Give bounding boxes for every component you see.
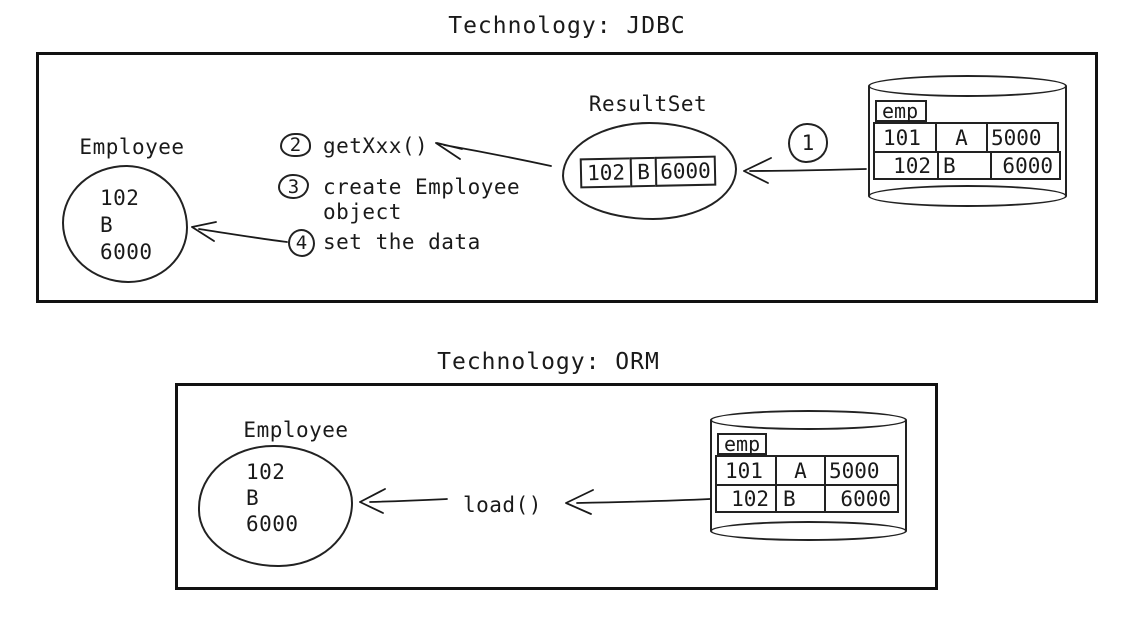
step-3-line-2: object [323,200,402,224]
cylinder-bottom-cap [868,185,1067,207]
orm-db-table: 101 A 5000 102 B 6000 [715,455,899,513]
table-row: 102 B 6000 [873,151,1061,180]
cell-name: B [775,484,826,513]
employee-field-id: 102 [100,186,140,210]
cell-salary: 6000 [990,151,1061,180]
cell-id: 101 [715,455,777,486]
cell-name: A [775,455,826,486]
step-3-text: create Employee object [323,175,520,225]
employee-field-salary: 6000 [246,512,299,536]
table-row: 102 B 6000 [715,484,899,513]
cylinder-left-side [868,86,870,196]
cylinder-bottom-cap [710,521,907,541]
jdbc-title: Technology: JDBC [448,13,686,39]
employee-field-name: B [246,486,260,510]
step-4-badge: 4 [288,229,315,257]
cell-salary: 6000 [824,484,899,513]
orm-employee-fields: 102 B 6000 [246,459,351,537]
table-row: 101 A 5000 [873,122,1061,153]
cell-name: A [935,122,988,153]
employee-field-id: 102 [246,460,286,484]
resultset-cell-id: 102 [579,157,633,189]
employee-field-name: B [100,213,114,237]
jdbc-employee-object-circle: 102 B 6000 [62,165,188,283]
cylinder-left-side [710,420,712,531]
step-4-text: set the data [323,230,481,254]
resultset-cell-salary: 6000 [654,155,717,187]
orm-employee-object-circle: 102 B 6000 [198,445,353,567]
orm-database-cylinder: emp 101 A 5000 102 B 6000 [710,410,907,541]
jdbc-db-table-name: emp [875,100,927,122]
load-call-label: load() [463,493,542,517]
employee-field-salary: 6000 [100,240,153,264]
resultset-row: 102 B 6000 [579,155,717,189]
flow-1-badge: 1 [788,123,828,163]
step-3-line-1: create Employee [323,175,521,199]
jdbc-employee-fields: 102 B 6000 [100,185,186,266]
cylinder-top-cap [868,75,1067,97]
table-row: 101 A 5000 [715,455,899,486]
cell-id: 102 [715,484,777,513]
cylinder-right-side [905,420,907,531]
jdbc-db-table: 101 A 5000 102 B 6000 [873,122,1061,180]
step-2-text: getXxx() [323,134,429,158]
orm-title: Technology: ORM [437,349,660,375]
cell-name: B [937,151,992,180]
cell-salary: 5000 [986,122,1059,153]
jdbc-employee-label: Employee [79,135,185,159]
orm-db-table-name: emp [717,433,767,455]
cylinder-right-side [1065,86,1067,196]
resultset-cell-name: B [629,156,658,188]
jdbc-database-cylinder: emp 101 A 5000 102 B 6000 [868,75,1067,207]
orm-employee-label: Employee [243,418,349,442]
cylinder-top-cap [710,410,907,430]
cell-id: 102 [873,151,939,180]
cell-id: 101 [873,122,937,153]
step-3-badge: 3 [278,174,309,199]
resultset-label: ResultSet [588,92,708,116]
jdbc-panel: Employee 102 B 6000 2 getXxx() 3 create … [36,52,1098,303]
cell-salary: 5000 [824,455,899,486]
resultset-ellipse: 102 B 6000 [562,122,737,220]
orm-panel: Employee 102 B 6000 load() emp 101 A 500… [175,383,938,590]
step-2-badge: 2 [280,133,311,157]
